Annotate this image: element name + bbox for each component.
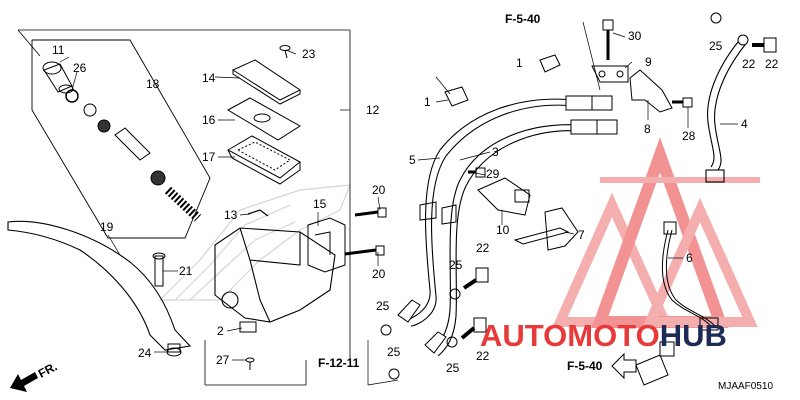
lower-washers (380, 288, 461, 380)
callout-12: 12 (366, 103, 380, 117)
stay-bracket (629, 69, 673, 113)
reference-top: F-5-40 (505, 12, 541, 26)
callout-14: 14 (202, 71, 216, 85)
callout-1b: 1 (424, 95, 431, 109)
callout-16: 16 (202, 113, 216, 127)
hose-fittings (397, 95, 618, 354)
brake-hoses (404, 98, 581, 357)
pivot-nut (166, 343, 182, 357)
callout-25c: 25 (376, 299, 390, 313)
hose-bracket (591, 65, 629, 83)
callout-20a: 20 (372, 183, 386, 197)
pipe-fitting (635, 341, 675, 386)
callout-18: 18 (146, 77, 160, 91)
kit-outline (31, 39, 211, 239)
callout-1a: 1 (516, 56, 523, 70)
holder-bolts (344, 207, 387, 256)
screw (279, 45, 291, 59)
callout-9: 9 (645, 55, 652, 69)
callout-25a: 25 (709, 39, 723, 53)
watermark-red-part: AUTOMOTO (480, 318, 660, 353)
watermark-logo-icon (552, 137, 760, 328)
callout-6: 6 (686, 251, 693, 265)
callout-24: 24 (138, 346, 152, 360)
callout-5: 5 (409, 153, 416, 167)
reference-bottom-left: F-12-11 (318, 356, 360, 370)
callout-4: 4 (741, 117, 748, 131)
callout-8: 8 (644, 122, 651, 136)
oil-bolt (752, 37, 777, 53)
callout-13: 13 (224, 208, 238, 222)
reservoir-cap (231, 59, 301, 105)
callout-3: 3 (492, 145, 499, 159)
stop-switch (239, 321, 257, 370)
callout-7: 7 (578, 228, 585, 242)
piston-set (83, 103, 202, 222)
holder (307, 217, 346, 273)
boot-part (42, 61, 74, 94)
diaphragm-plate (226, 97, 301, 141)
callout-28: 28 (682, 129, 696, 143)
master-cylinder-body (214, 227, 336, 323)
pivot-bolt (152, 252, 166, 287)
leader-lines (59, 21, 738, 386)
callout-15: 15 (313, 197, 327, 211)
callout-29: 29 (486, 167, 500, 181)
callout-25e: 25 (446, 361, 460, 375)
sealing-washers (710, 12, 749, 46)
hose-clamps (419, 54, 561, 225)
joint-bolt (468, 167, 486, 178)
lower-oil-bolts (460, 267, 489, 340)
callout-20b: 20 (372, 267, 386, 281)
callout-26: 26 (73, 61, 87, 75)
front-arrow-icon (10, 372, 38, 392)
reference-bottom-right: F-5-40 (567, 359, 603, 373)
three-way-joint (477, 177, 531, 216)
callout-22b: 22 (765, 57, 779, 71)
callout-2: 2 (217, 324, 224, 338)
callout-21: 21 (179, 264, 193, 278)
callout-22d: 22 (476, 349, 490, 363)
diaphragm (226, 135, 301, 185)
callout-22c: 22 (476, 241, 490, 255)
callout-19: 19 (100, 220, 114, 234)
callout-25b: 25 (449, 258, 463, 272)
callout-22a: 22 (742, 57, 756, 71)
brake-hose-right (705, 41, 746, 183)
stay-bolt (672, 97, 693, 108)
bracket-bolt (602, 19, 614, 60)
diagram-code: MJAAF0510 (718, 381, 774, 392)
callout-27: 27 (216, 353, 230, 367)
callout-30: 30 (628, 29, 642, 43)
hose-stay (513, 207, 579, 251)
callout-10: 10 (496, 223, 510, 237)
callout-17: 17 (202, 150, 216, 164)
callout-11: 11 (52, 43, 65, 57)
brake-pipe (661, 221, 719, 331)
watermark-dark-part: HUB (659, 318, 727, 353)
callout-23: 23 (302, 47, 316, 61)
reference-arrow-icon (611, 352, 637, 380)
callout-25d: 25 (387, 345, 401, 359)
watermark-text: AUTOMOTOHUB (480, 318, 727, 354)
brake-lever (7, 220, 192, 351)
